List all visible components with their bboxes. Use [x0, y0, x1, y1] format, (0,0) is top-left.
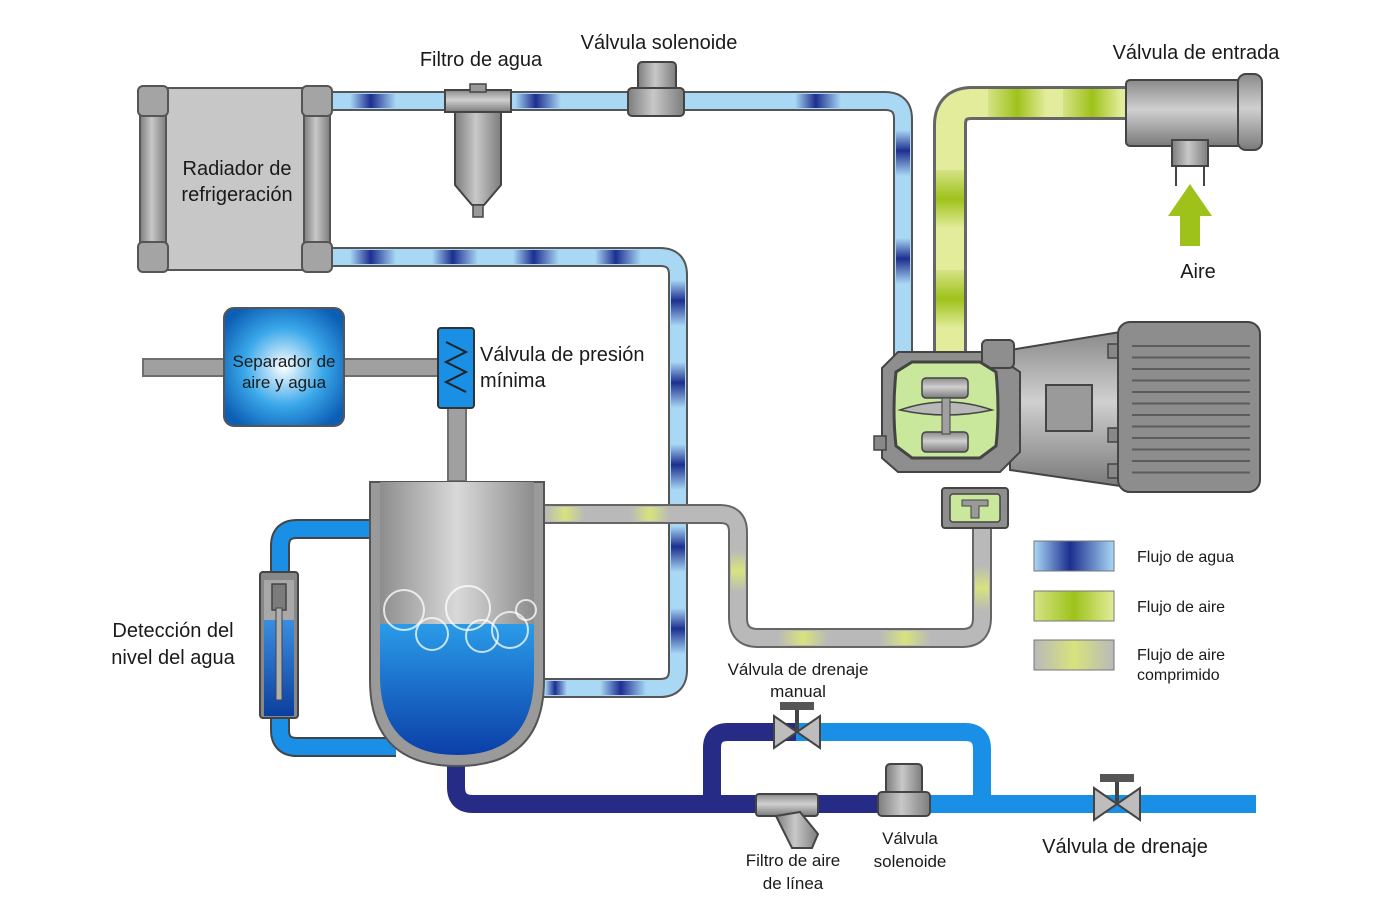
level-detect-label-2: nivel del agua [111, 647, 235, 669]
water-filter-label: Filtro de agua [420, 49, 543, 71]
min-pressure-valve [437, 327, 475, 409]
drain-pipe-navy [447, 723, 880, 813]
solenoid-valve-top [627, 61, 685, 117]
radiator-label-2: refrigeración [181, 184, 292, 206]
water-filter [444, 83, 512, 218]
legend-air-swatch [1033, 590, 1115, 622]
legend-water-label: Flujo de agua [1137, 549, 1234, 566]
solenoid-top-label: Válvula solenoide [581, 32, 738, 54]
legend-compressed-label-1: Flujo de aire [1137, 647, 1225, 664]
line-filter-label-2: de línea [763, 874, 824, 893]
motor [1009, 321, 1261, 493]
drain-valve-label: Válvula de drenaje [1042, 836, 1208, 858]
drain-valve [1093, 774, 1141, 822]
solenoid-bottom-label-1: Válvula [882, 829, 938, 848]
legend-compressed-label-2: comprimido [1137, 667, 1220, 684]
air-inlet-pipe [933, 86, 1130, 362]
manual-drain-label-1: Válvula de drenaje [728, 660, 869, 679]
solenoid-bottom-label-2: solenoide [874, 852, 947, 871]
radiator [137, 85, 333, 273]
line-air-filter [755, 793, 820, 849]
legend-air-label: Flujo de aire [1137, 599, 1225, 616]
water-pipe-return [328, 247, 688, 698]
air-label: Aire [1180, 261, 1216, 283]
min-pressure-label-2: mínima [480, 370, 546, 392]
separator-label-1: Separador de [232, 352, 335, 371]
separator-label-2: aire y agua [242, 373, 327, 392]
tank [369, 481, 545, 768]
solenoid-valve-bottom [877, 763, 931, 817]
water-pipe-top [328, 91, 913, 362]
drain-pipe-blue [796, 723, 1256, 813]
legend: Flujo de agua Flujo de aire Flujo de air… [1033, 540, 1234, 684]
inlet-valve-label: Válvula de entrada [1113, 42, 1281, 64]
manual-drain-label-2: manual [770, 682, 826, 701]
compressor-airend [873, 339, 1021, 529]
radiator-label-1: Radiador de [183, 158, 292, 180]
water-level-detector [259, 571, 299, 719]
compressed-air-pipe [542, 504, 992, 648]
manual-drain-valve [773, 702, 821, 750]
air-intake-arrow [1168, 184, 1212, 246]
legend-compressed-swatch [1033, 639, 1115, 671]
level-detect-label-1: Detección del [112, 620, 233, 642]
air-water-separator [223, 307, 345, 427]
legend-water-swatch [1033, 540, 1115, 572]
inlet-valve [1125, 73, 1263, 186]
min-pressure-label-1: Válvula de presión [480, 344, 645, 366]
line-filter-label-1: Filtro de aire [746, 851, 840, 870]
level-loop-pipe [270, 519, 396, 757]
